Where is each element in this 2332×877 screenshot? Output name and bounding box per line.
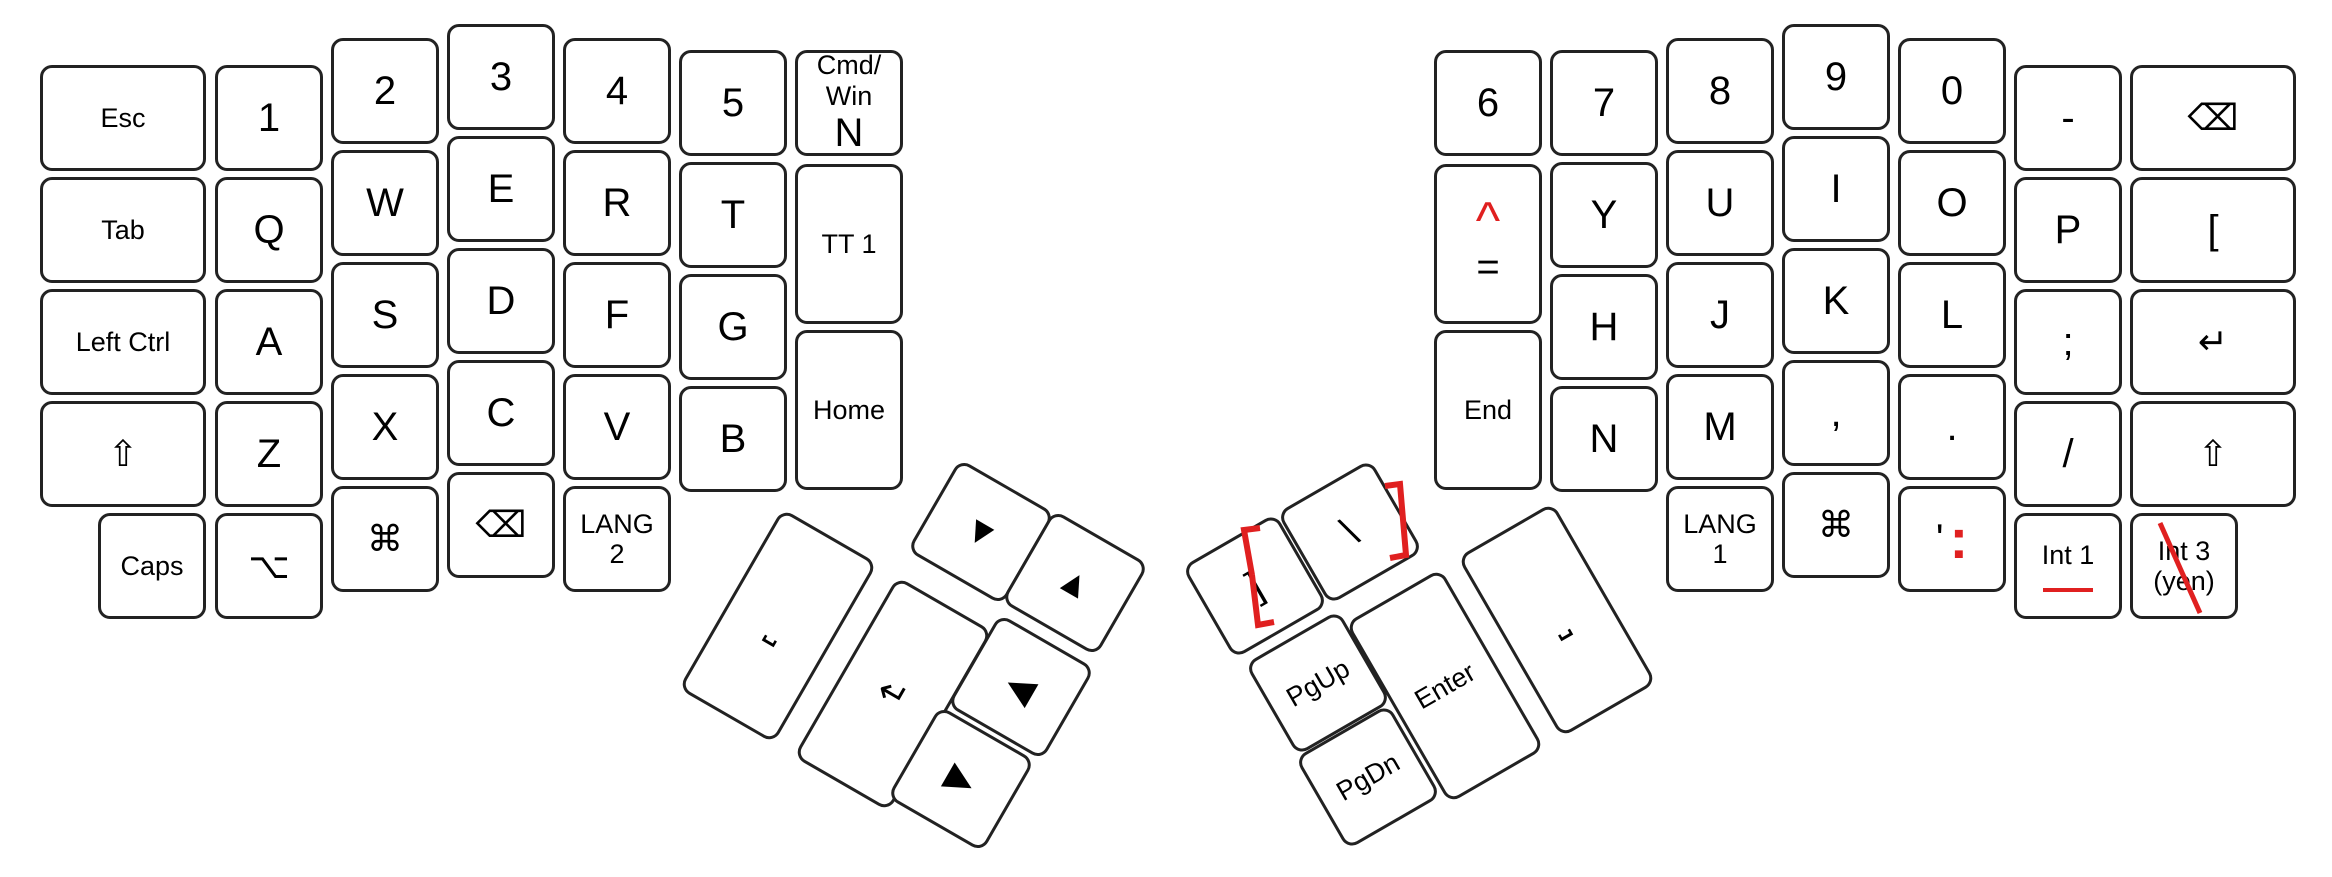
key-tab[interactable]: Tab bbox=[40, 177, 206, 283]
key-s[interactable]: S bbox=[331, 262, 439, 368]
key-4[interactable]: 4 bbox=[563, 38, 671, 144]
cmd-label: Cmd/ bbox=[816, 50, 882, 81]
key-r[interactable]: R bbox=[563, 150, 671, 256]
lang2-line2: 2 bbox=[609, 539, 625, 569]
key-5[interactable]: 5 bbox=[679, 50, 787, 156]
int1-label: Int 1 bbox=[2041, 539, 2095, 570]
key-backspace-left[interactable]: ⌫ bbox=[447, 472, 555, 578]
key-x[interactable]: X bbox=[331, 374, 439, 480]
key-backspace-right[interactable]: ⌫ bbox=[2130, 65, 2296, 171]
key-i[interactable]: I bbox=[1782, 136, 1890, 242]
key-3[interactable]: 3 bbox=[447, 24, 555, 130]
key-2[interactable]: 2 bbox=[331, 38, 439, 144]
colon-label: : bbox=[1949, 506, 1969, 570]
key-a[interactable]: A bbox=[215, 289, 323, 395]
key-b[interactable]: B bbox=[679, 386, 787, 492]
key-int3[interactable]: Int 3 (yen) bbox=[2130, 513, 2238, 619]
key-slash[interactable]: / bbox=[2014, 401, 2122, 507]
key-f[interactable]: F bbox=[563, 262, 671, 368]
key-q[interactable]: Q bbox=[215, 177, 323, 283]
key-lang2[interactable]: LANG 2 bbox=[563, 486, 671, 592]
key-m[interactable]: M bbox=[1666, 374, 1774, 480]
key-tt1[interactable]: TT 1 bbox=[795, 164, 903, 324]
key-home[interactable]: Home bbox=[795, 330, 903, 490]
win-label: Win bbox=[825, 80, 873, 111]
key-int1[interactable]: Int 1 bbox=[2014, 513, 2122, 619]
lang2-line1: LANG bbox=[580, 508, 654, 539]
key-equals[interactable]: ^ = bbox=[1434, 164, 1542, 324]
key-command-left[interactable]: ⌘ bbox=[331, 486, 439, 592]
key-end[interactable]: End bbox=[1434, 330, 1542, 490]
key-p[interactable]: P bbox=[2014, 177, 2122, 283]
key-w[interactable]: W bbox=[331, 150, 439, 256]
key-9[interactable]: 9 bbox=[1782, 24, 1890, 130]
key-g[interactable]: G bbox=[679, 274, 787, 380]
key-cmd-win[interactable]: Cmd/ Win N bbox=[795, 50, 903, 156]
key-enter-right[interactable]: ↵ bbox=[2130, 289, 2296, 395]
quote-label: ' bbox=[1935, 516, 1944, 561]
key-1[interactable]: 1 bbox=[215, 65, 323, 171]
strike-mark-icon bbox=[2157, 521, 2203, 615]
key-c[interactable]: C bbox=[447, 360, 555, 466]
key-right-shift[interactable]: ⇧ bbox=[2130, 401, 2296, 507]
caret-label: ^ bbox=[1475, 192, 1501, 251]
key-esc[interactable]: Esc bbox=[40, 65, 206, 171]
int1-underline bbox=[2043, 588, 2093, 593]
lang1-line1: LANG bbox=[1683, 508, 1757, 539]
key-open-bracket[interactable]: [ bbox=[2130, 177, 2296, 283]
key-n[interactable]: N bbox=[1550, 386, 1658, 492]
key-h[interactable]: H bbox=[1550, 274, 1658, 380]
key-7[interactable]: 7 bbox=[1550, 50, 1658, 156]
key-e[interactable]: E bbox=[447, 136, 555, 242]
equals-label: = bbox=[1476, 245, 1500, 289]
key-minus[interactable]: - bbox=[2014, 65, 2122, 171]
lang1-line2: 1 bbox=[1712, 539, 1728, 569]
key-command-right[interactable]: ⌘ bbox=[1782, 472, 1890, 578]
key-option[interactable]: ⌥ bbox=[215, 513, 323, 619]
key-6[interactable]: 6 bbox=[1434, 50, 1542, 156]
key-period[interactable]: . bbox=[1898, 374, 2006, 480]
key-y[interactable]: Y bbox=[1550, 162, 1658, 268]
key-d[interactable]: D bbox=[447, 248, 555, 354]
key-8[interactable]: 8 bbox=[1666, 38, 1774, 144]
key-v[interactable]: V bbox=[563, 374, 671, 480]
key-l[interactable]: L bbox=[1898, 262, 2006, 368]
n-label: N bbox=[834, 110, 864, 155]
key-comma[interactable]: , bbox=[1782, 360, 1890, 466]
key-u[interactable]: U bbox=[1666, 150, 1774, 256]
key-j[interactable]: J bbox=[1666, 262, 1774, 368]
key-o[interactable]: O bbox=[1898, 150, 2006, 256]
key-caps[interactable]: Caps bbox=[98, 513, 206, 619]
key-left-shift[interactable]: ⇧ bbox=[40, 401, 206, 507]
key-0[interactable]: 0 bbox=[1898, 38, 2006, 144]
key-lang1[interactable]: LANG 1 bbox=[1666, 486, 1774, 592]
key-left-ctrl[interactable]: Left Ctrl bbox=[40, 289, 206, 395]
key-t[interactable]: T bbox=[679, 162, 787, 268]
key-semicolon[interactable]: ; bbox=[2014, 289, 2122, 395]
red-bracket-marks-icon bbox=[1240, 480, 1410, 629]
key-quote[interactable]: ' : bbox=[1898, 486, 2006, 592]
key-k[interactable]: K bbox=[1782, 248, 1890, 354]
key-z[interactable]: Z bbox=[215, 401, 323, 507]
